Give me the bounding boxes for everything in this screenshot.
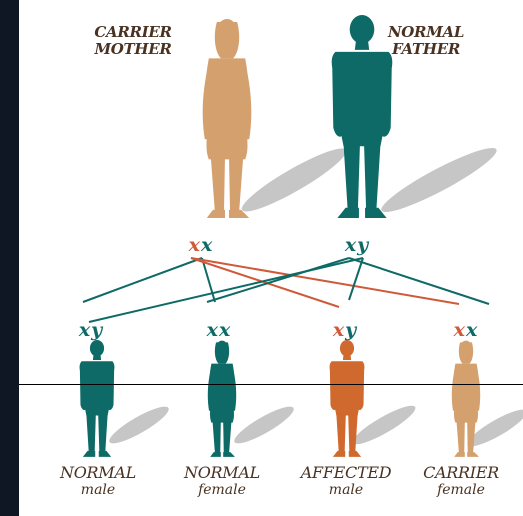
child-3-figure-leg-left [336,414,345,452]
child-1-label-line-2: male [60,482,136,498]
child-2-figure [208,341,236,457]
child-3-figure-foot-left [333,451,345,457]
mother-label-line-1: CARRIER [94,24,171,41]
inheritance-diagram [19,0,523,516]
child-3-figure-foot-right [349,451,361,457]
child-2-figure-foot-right [223,452,235,457]
child-4-figure-foot-right [467,452,479,457]
child-1-figure-neck [93,355,101,360]
father-genotype: xy [345,235,369,255]
child-3-label: AFFECTED male [301,464,391,498]
child-4-figure-neck [462,358,470,363]
child-3-figure-leg-right [348,414,357,452]
father-figure-leg-left [344,144,360,210]
child-1-figure-torso [80,361,115,415]
line-father-y-to-child-1 [89,258,363,322]
child-4-figure-leg-left [457,421,465,453]
child-2-gene-1: x [207,320,219,340]
child-1-figure-head [90,340,104,357]
child-1-genotype: xy [79,320,103,340]
father-figure-head [350,15,375,44]
father-label: NORMAL FATHER [388,24,464,58]
child-1-figure-leg-left [86,414,95,452]
child-1-label-line-1: NORMAL [60,464,136,482]
horizontal-rule [19,384,523,385]
father-figure-neck [355,42,369,50]
child-1-shadow [106,401,173,449]
child-2-figure-leg-right [223,421,231,453]
mother-label-line-2: MOTHER [94,41,171,58]
child-3-label-line-2: male [301,482,391,498]
mother-gene-1: x [189,235,201,255]
child-1-figure-foot-left [83,451,95,457]
child-4-figure-foot-left [454,452,465,457]
figures [80,15,481,457]
father-shadow [376,140,501,220]
line-father-y-to-child-3 [349,258,363,300]
child-2-label: NORMAL female [184,464,260,498]
father-label-line-1: NORMAL [388,24,464,41]
child-2-label-line-2: female [184,482,260,498]
child-4-label: CARRIER female [423,464,499,498]
child-2-figure-leg-left [213,421,221,453]
child-4-figure-leg-right [467,421,475,453]
diagram-panel: CARRIER MOTHER NORMAL FATHER xx xy xy xx… [19,0,523,516]
mother-shadow [237,140,352,219]
child-2-shadow [231,401,298,449]
child-1-figure [80,340,115,457]
child-4-gene-2: x [466,320,478,340]
child-2-gene-2: x [219,320,231,340]
mother-figure [203,19,252,218]
father-gene-2: y [357,235,369,255]
mother-genotype: xx [189,235,214,255]
child-3-label-line-1: AFFECTED [301,464,391,482]
inheritance-lines [83,258,489,322]
child-2-genotype: xx [207,320,232,340]
child-1-figure-leg-right [98,414,107,452]
child-3-figure-torso [330,361,365,415]
line-mother-x2-to-child-1 [83,258,202,302]
father-figure-torso [332,52,393,146]
mother-figure-leg-right [229,157,243,212]
mother-figure-neck [220,48,234,56]
child-2-label-line-1: NORMAL [184,464,260,482]
child-3-figure-head [340,340,354,357]
father-label-line-2: FATHER [388,41,464,58]
child-3-figure-neck [343,355,351,360]
child-1-gene-1: x [79,320,91,340]
mother-gene-2: x [201,235,213,255]
child-3-genotype: xy [333,320,357,340]
father-figure-leg-right [364,144,380,210]
child-3-gene-1: x [333,320,345,340]
mother-figure-leg-left [211,157,225,212]
father-gene-1: x [345,235,357,255]
child-1-label: NORMAL male [60,464,136,498]
child-1-figure-foot-right [99,451,111,457]
mother-figure-foot-left [207,210,225,218]
child-4-genotype: xx [454,320,479,340]
child-3-gene-2: y [345,320,357,340]
child-4-label-line-2: female [423,482,499,498]
child-2-figure-neck [218,358,226,363]
child-4-gene-1: x [454,320,466,340]
father-figure-foot-left [337,208,359,218]
mother-label: CARRIER MOTHER [94,24,171,58]
father-figure [332,15,393,218]
child-1-gene-2: y [91,320,103,340]
child-4-label-line-1: CARRIER [423,464,499,482]
child-2-figure-foot-left [210,452,221,457]
